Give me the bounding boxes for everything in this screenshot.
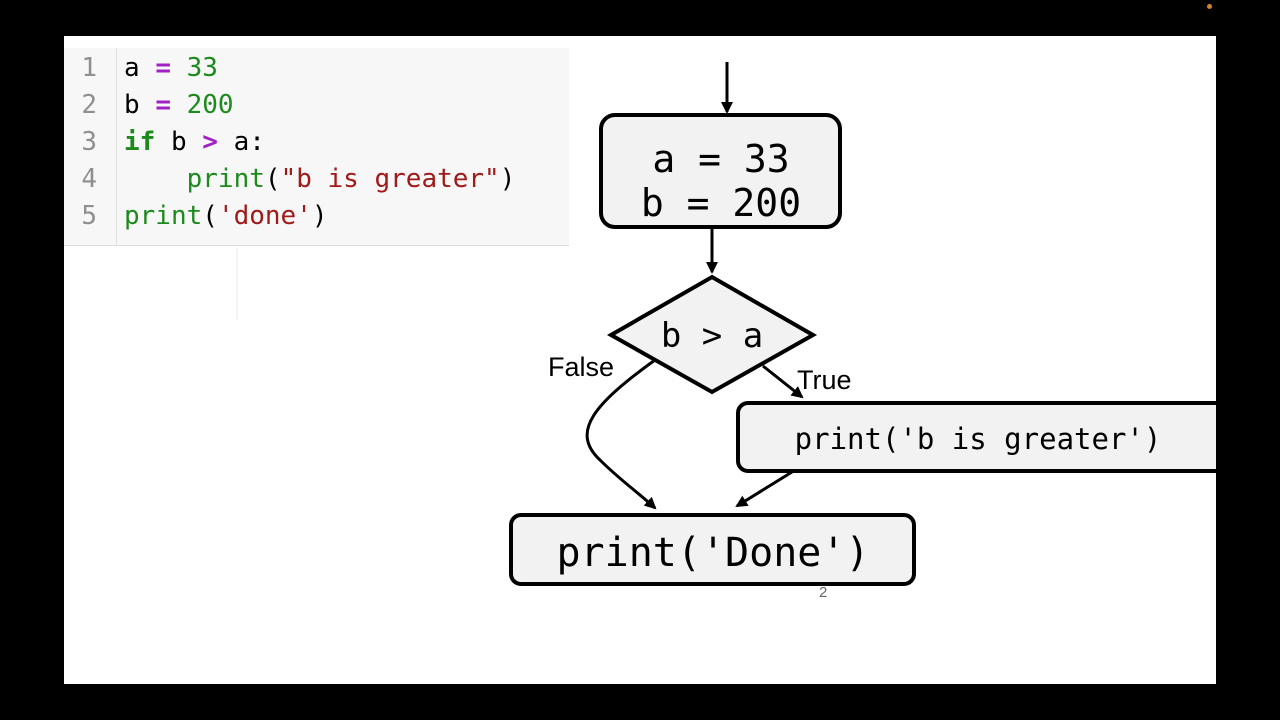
code-token-plain: a: bbox=[217, 127, 265, 157]
code-token-plain: b bbox=[124, 90, 156, 120]
code-token-pn: ) bbox=[499, 164, 516, 194]
code-source: if b > a: bbox=[124, 124, 265, 161]
true-branch-box bbox=[736, 401, 1216, 473]
line-number: 4 bbox=[81, 164, 97, 194]
line-number: 5 bbox=[81, 201, 97, 231]
assign-box-line1: a = 33 bbox=[652, 137, 789, 181]
faint-artifact bbox=[236, 248, 238, 320]
done-box bbox=[509, 513, 916, 586]
code-token-op: = bbox=[155, 53, 171, 83]
code-source: b = 200 bbox=[124, 87, 234, 124]
recording-indicator-dot bbox=[1207, 4, 1212, 9]
code-token-str: "b is greater" bbox=[280, 164, 500, 194]
code-token-op: = bbox=[155, 90, 171, 120]
code-token-op: > bbox=[202, 127, 218, 157]
code-token-plain: b bbox=[155, 127, 203, 157]
true-branch-box-label: print('b is greater') bbox=[795, 422, 1162, 456]
flowchart: a = 33 b = 200 b > a False True print('b… bbox=[509, 62, 1216, 586]
code-token-str: 'done' bbox=[217, 201, 312, 231]
code-token-kw: if bbox=[124, 127, 156, 157]
line-number: 3 bbox=[81, 127, 97, 157]
false-branch-arrow bbox=[585, 358, 657, 510]
code-token-num: 200 bbox=[186, 90, 234, 120]
true-branch-arrow bbox=[762, 364, 804, 399]
code-token-bi: print bbox=[124, 201, 203, 231]
true-to-done-arrow bbox=[735, 470, 793, 508]
code-token-num: 33 bbox=[186, 53, 218, 83]
true-label: True bbox=[797, 365, 852, 395]
decision-diamond bbox=[606, 274, 818, 395]
slide-number: 2 bbox=[819, 584, 828, 601]
assign-box-line2: b = 200 bbox=[641, 181, 801, 225]
code-token-pn: ( bbox=[264, 164, 281, 194]
code-source: print("b is greater") bbox=[124, 161, 516, 198]
assign-box bbox=[599, 113, 842, 229]
line-number: 1 bbox=[81, 53, 97, 83]
done-box-label: print('Done') bbox=[556, 530, 869, 576]
code-token-pn: ( bbox=[202, 201, 218, 231]
code-token-pn: ) bbox=[311, 201, 328, 231]
decision-label: b > a bbox=[661, 316, 763, 356]
false-label: False bbox=[548, 352, 614, 382]
code-source: a = 33 bbox=[124, 50, 218, 87]
line-number-gutter bbox=[64, 48, 117, 245]
code-source: print('done') bbox=[124, 198, 328, 235]
line-number: 2 bbox=[81, 90, 97, 120]
code-token-plain: a bbox=[124, 53, 156, 83]
code-token-bi: print bbox=[186, 164, 265, 194]
